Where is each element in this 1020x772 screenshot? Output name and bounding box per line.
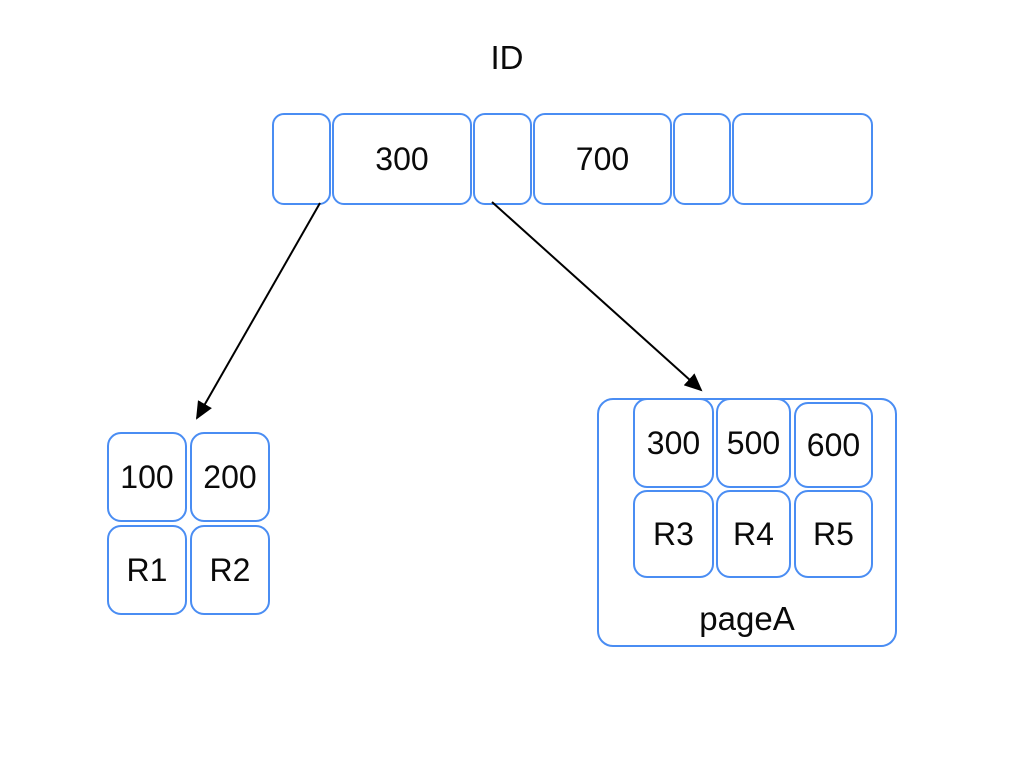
pagea-label: pageA bbox=[699, 600, 795, 637]
left-leaf-record-r1: R1 bbox=[107, 525, 187, 615]
arrow-to-pagea bbox=[491, 201, 703, 392]
pagea-record-r3: R3 bbox=[633, 490, 714, 578]
pagea-record-r5: R5 bbox=[794, 490, 873, 578]
arrow-to-left-leaf bbox=[196, 202, 321, 420]
index-cell-pointer-1 bbox=[272, 113, 331, 205]
left-leaf-key-100: 100 bbox=[107, 432, 187, 522]
pagea-key-600: 600 bbox=[794, 402, 873, 488]
left-leaf-key-200: 200 bbox=[190, 432, 270, 522]
index-cell-empty bbox=[732, 113, 873, 205]
left-leaf-record-r2: R2 bbox=[190, 525, 270, 615]
pagea-key-500: 500 bbox=[716, 398, 791, 488]
index-cell-key-700: 700 bbox=[533, 113, 672, 205]
index-cell-pointer-3 bbox=[673, 113, 731, 205]
pagea-key-300: 300 bbox=[633, 398, 714, 488]
index-cell-key-300: 300 bbox=[332, 113, 472, 205]
pagea-record-r4: R4 bbox=[716, 490, 791, 578]
index-title: ID bbox=[490, 39, 524, 76]
index-cell-pointer-2 bbox=[473, 113, 532, 205]
